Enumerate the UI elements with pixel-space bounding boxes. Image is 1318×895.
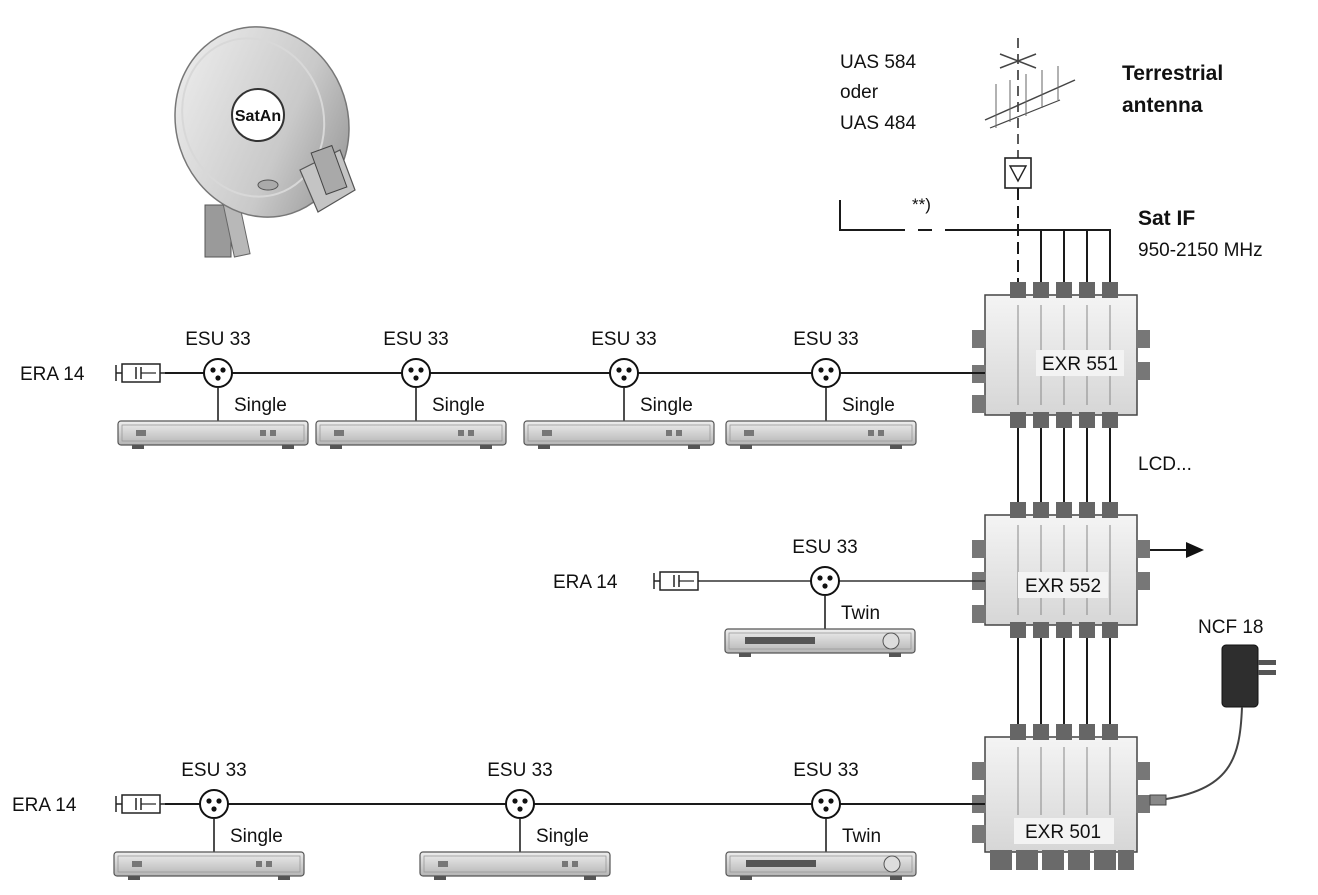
terminator-label: ERA 14 <box>20 364 85 385</box>
receiver-type-label: Twin <box>842 826 881 847</box>
receiver-type-label: Twin <box>841 603 880 624</box>
multiswitch-label: EXR 552 <box>1025 576 1101 597</box>
socket-icon <box>505 789 535 819</box>
receiver-icon <box>725 851 917 880</box>
feed-cables <box>839 188 1111 292</box>
cascade-links <box>1017 428 1111 724</box>
socket-icon <box>199 789 229 819</box>
multiswitch-exr551: EXR 551 <box>972 282 1150 428</box>
sat-if-title: Sat IF <box>1138 207 1195 230</box>
satellite-dish-icon: SatAn <box>174 26 356 258</box>
socket-icon <box>810 566 840 596</box>
socket-icon <box>811 358 841 388</box>
sat-if-range: 950-2150 MHz <box>1138 240 1263 261</box>
receiver-type-label: Single <box>640 395 693 416</box>
distribution-row: ERA 14 ESU 33 Single ESU 33 Single ESU 33 Sing… <box>20 329 985 449</box>
terminator-label: ERA 14 <box>553 572 618 593</box>
socket-label: ESU 33 <box>793 760 858 781</box>
receiver-icon <box>315 420 507 449</box>
receiver-type-label: Single <box>842 395 895 416</box>
socket-label: ESU 33 <box>181 760 246 781</box>
socket-label: ESU 33 <box>793 329 858 350</box>
lnb-label-2: oder <box>840 82 879 103</box>
cable-note: **) <box>912 195 931 214</box>
lcd-note: LCD... <box>1138 454 1192 475</box>
receiver-icon <box>724 628 916 657</box>
receiver-type-label: Single <box>432 395 485 416</box>
arrow-right-icon <box>1150 542 1204 558</box>
power-supply-label: NCF 18 <box>1198 617 1263 638</box>
distribution-row: ERA 14 ESU 33 Twin <box>553 537 985 657</box>
terrestrial-antenna-icon <box>984 38 1076 189</box>
socket-icon <box>609 358 639 388</box>
multiswitch-exr501: EXR 501 <box>972 724 1150 870</box>
receiver-icon <box>725 420 917 449</box>
terminator-icon <box>121 794 161 814</box>
terminator-icon <box>659 571 699 591</box>
terminator-label: ERA 14 <box>12 795 77 816</box>
distribution-row: ERA 14 ESU 33 Single ESU 33 Single ESU 33 Twin <box>12 760 985 880</box>
socket-icon <box>401 358 431 388</box>
dish-brand: SatAn <box>235 108 281 125</box>
socket-label: ESU 33 <box>487 760 552 781</box>
receiver-type-label: Single <box>536 826 589 847</box>
socket-label: ESU 33 <box>591 329 656 350</box>
socket-icon <box>203 358 233 388</box>
receiver-icon <box>523 420 715 449</box>
socket-label: ESU 33 <box>792 537 857 558</box>
multiswitch-label: EXR 501 <box>1025 822 1101 843</box>
multiswitch-label: EXR 551 <box>1042 354 1118 375</box>
receiver-icon <box>113 851 305 880</box>
socket-label: ESU 33 <box>185 329 250 350</box>
multiswitch-exr552: EXR 552 <box>972 502 1150 638</box>
receiver-icon <box>419 851 611 880</box>
power-supply-icon <box>1149 644 1276 806</box>
terminator-icon <box>121 363 161 383</box>
terrestrial-label-1: Terrestrial <box>1122 62 1223 85</box>
receiver-type-label: Single <box>234 395 287 416</box>
lnb-label-1: UAS 584 <box>840 52 916 73</box>
socket-icon <box>811 789 841 819</box>
receiver-icon <box>117 420 309 449</box>
lnb-label-3: UAS 484 <box>840 113 916 134</box>
receiver-type-label: Single <box>230 826 283 847</box>
terrestrial-label-2: antenna <box>1122 94 1203 117</box>
socket-label: ESU 33 <box>383 329 448 350</box>
